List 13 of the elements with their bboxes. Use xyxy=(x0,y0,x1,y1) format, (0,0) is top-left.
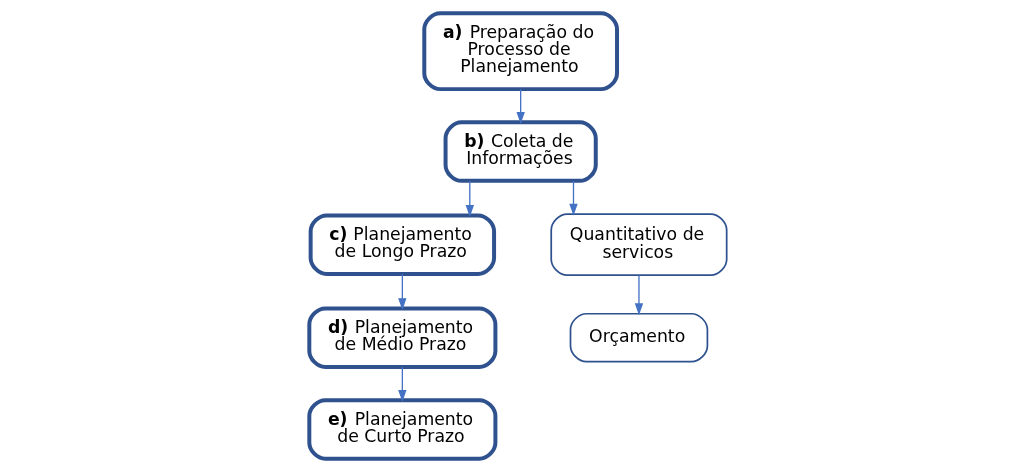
arrow xyxy=(568,180,578,216)
arrow xyxy=(634,274,643,316)
node-box: Quantitativo de servicos xyxy=(549,213,728,277)
arrow xyxy=(465,180,474,218)
node-box: Orçamento xyxy=(569,312,708,363)
arrow xyxy=(515,88,525,125)
node-box: a) Preparação do Processo de Planejamento xyxy=(421,11,619,92)
node-box: e) Planejamento de Curto Prazo xyxy=(306,398,497,461)
arrow xyxy=(397,366,407,402)
arrow xyxy=(397,273,407,311)
node-box: d) Planejamento de Médio Prazo xyxy=(306,306,497,369)
node-box: b) Coleta de Informações xyxy=(443,120,598,183)
node-box: c) Planejamento de Longo Prazo xyxy=(308,213,496,276)
